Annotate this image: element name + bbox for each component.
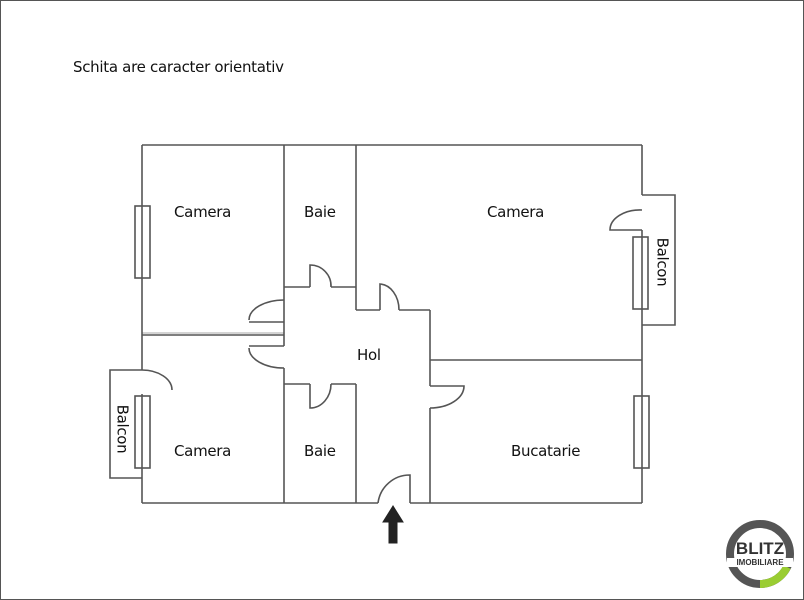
room-label-camera-top-right: Camera — [487, 203, 545, 221]
room-label-baie-bottom: Baie — [304, 442, 336, 460]
room-label-bucatarie: Bucatarie — [511, 442, 581, 460]
logo-sub: IMOBILIARE — [727, 558, 793, 567]
room-label-balcon-right: Balcon — [653, 237, 672, 287]
logo-brand: BLITZ — [735, 539, 785, 558]
room-label-camera-bottom-left: Camera — [174, 442, 232, 460]
room-label-camera-top-left: Camera — [174, 203, 232, 221]
room-label-baie-top: Baie — [304, 203, 336, 221]
room-label-balcon-left: Balcon — [113, 404, 132, 454]
disclaimer-note: Schita are caracter orientativ — [73, 58, 284, 76]
blitz-logo: BLITZ IMOBILIARE — [725, 519, 795, 589]
room-label-hol: Hol — [357, 346, 381, 364]
